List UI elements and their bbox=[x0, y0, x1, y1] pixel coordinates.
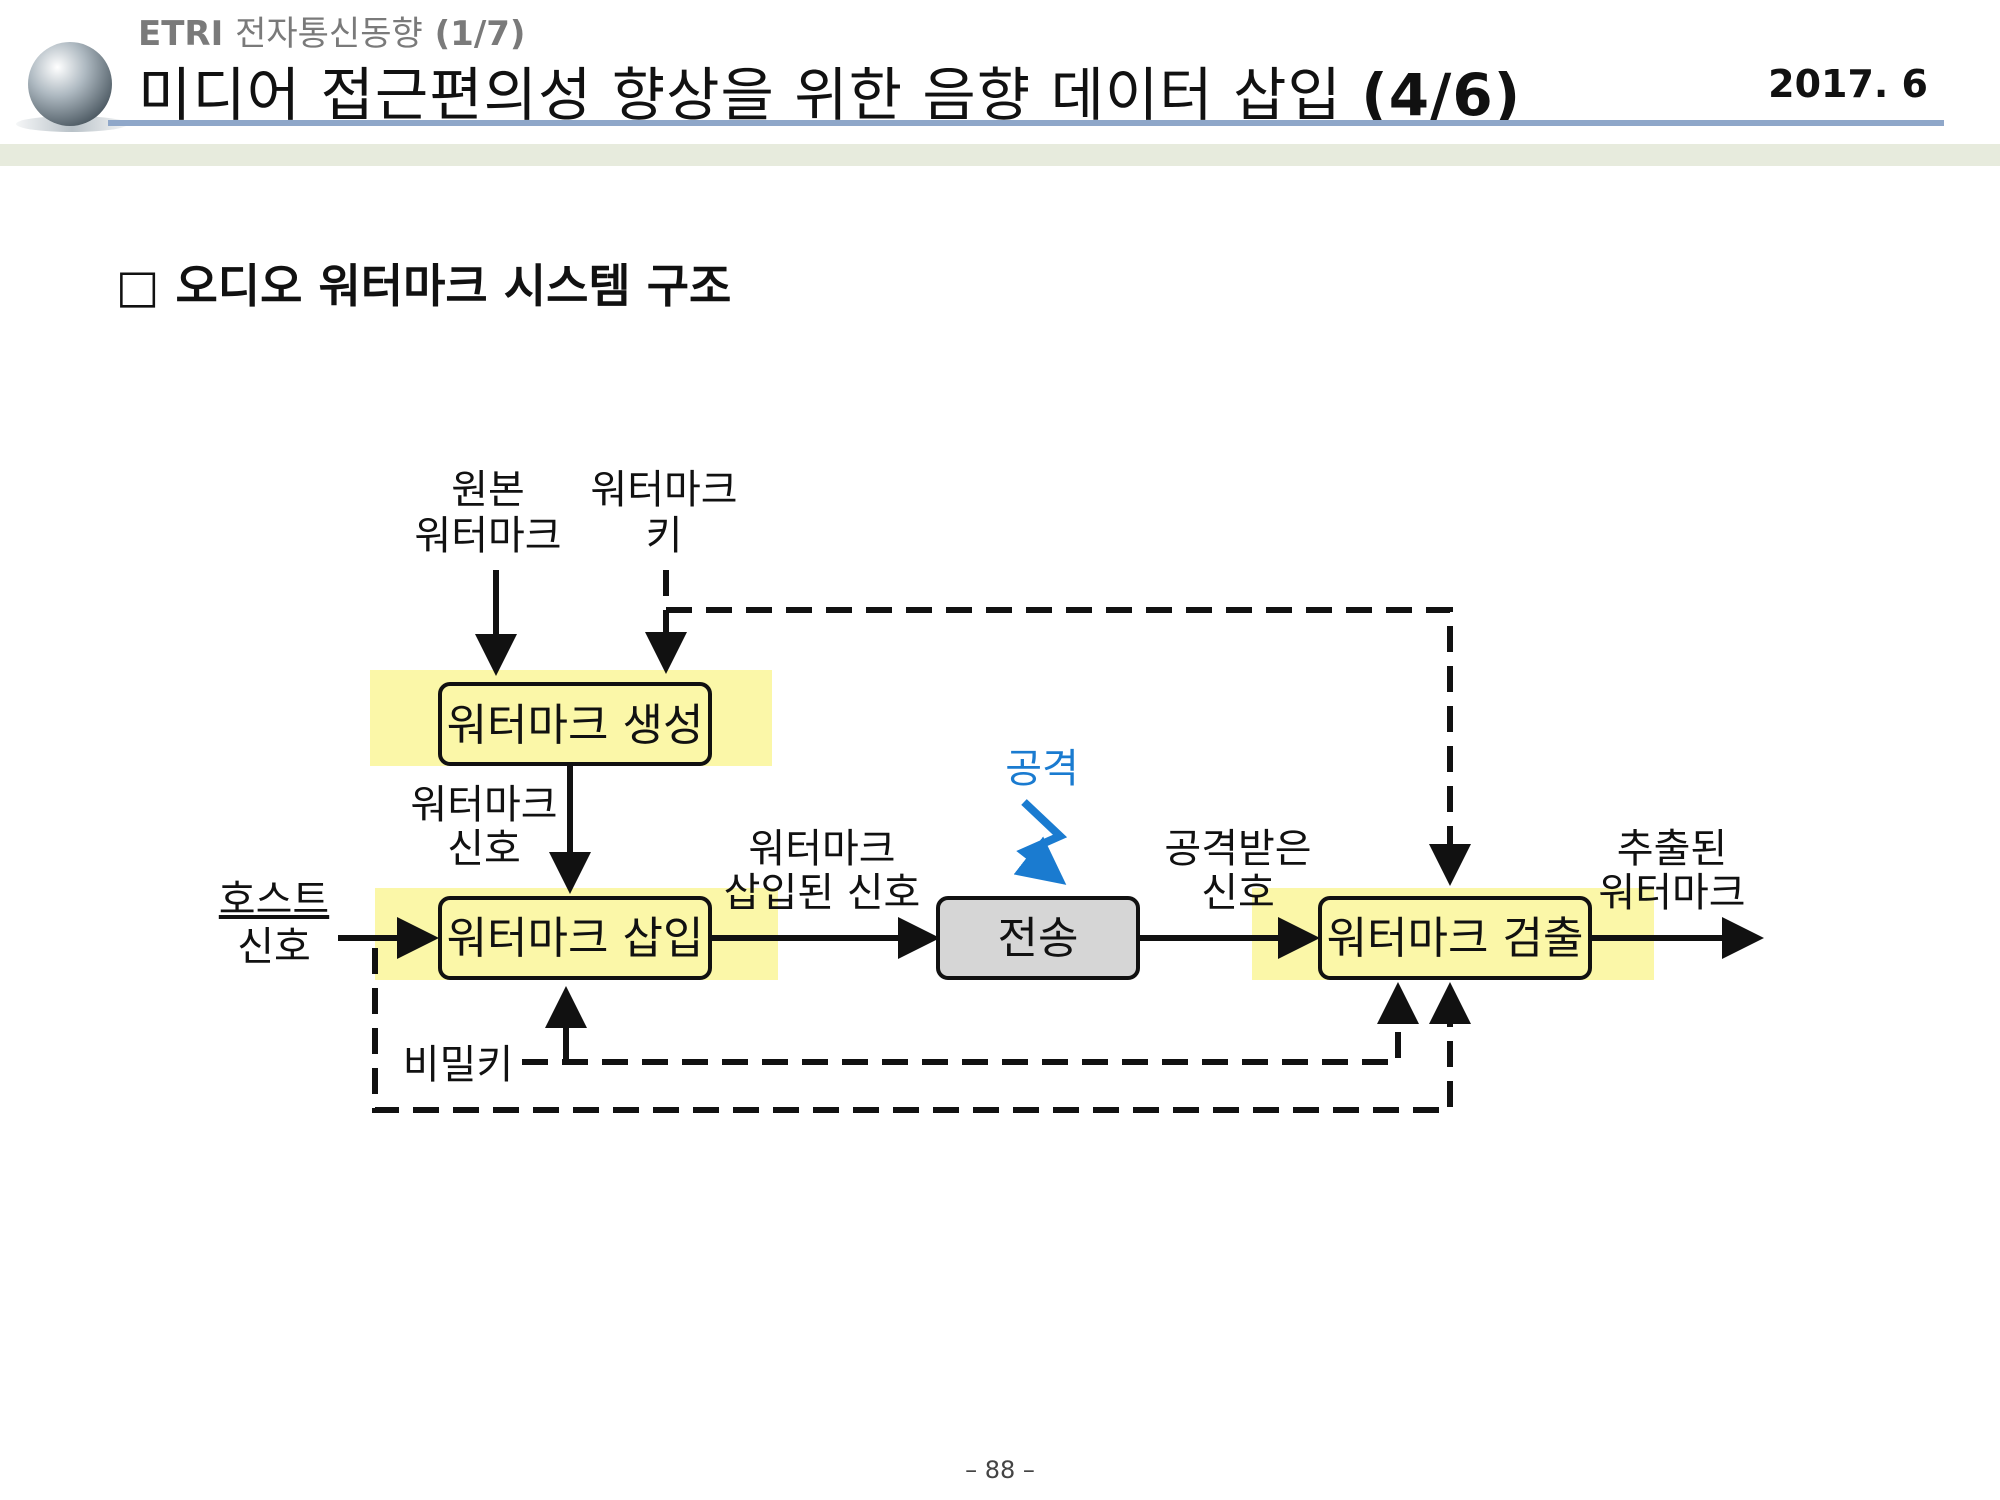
header-divider bbox=[108, 120, 1944, 126]
secret-key-to-detect-line bbox=[522, 982, 1419, 1065]
kicker-brand: ETRI bbox=[138, 14, 224, 54]
label-watermark-signal-2: 신호 bbox=[447, 826, 521, 872]
box-label-embed: 워터마크 삽입 bbox=[447, 913, 704, 964]
label-host-signal-1: 호스트 bbox=[219, 877, 329, 923]
page-number: – 88 – bbox=[965, 1456, 1035, 1484]
page-title: 미디어 접근편의성 향상을 위한 음향 데이터 삽입 (4/6) bbox=[138, 48, 1521, 132]
label-original-watermark-1: 원본 bbox=[451, 467, 525, 513]
label-secret-key: 비밀키 bbox=[403, 1042, 513, 1088]
box-transmit bbox=[936, 896, 1140, 980]
section-heading: □ 오디오 워터마크 시스템 구조 bbox=[116, 250, 731, 316]
label-watermark-key-1: 워터마크 bbox=[590, 467, 737, 513]
globe-logo-icon bbox=[16, 42, 128, 132]
label-extracted-watermark-2: 워터마크 bbox=[1598, 870, 1745, 916]
box-label-transmit: 전송 bbox=[998, 913, 1079, 964]
section-bullet: □ bbox=[116, 259, 160, 313]
header-date: 2017. 6 bbox=[1768, 62, 1928, 106]
secret-key-outer-line bbox=[372, 948, 1471, 1113]
label-original-watermark-2: 워터마크 bbox=[414, 513, 561, 559]
box-watermark-embed bbox=[438, 896, 712, 980]
box-watermark-generate bbox=[438, 682, 712, 766]
label-attacked-signal-2: 신호 bbox=[1201, 870, 1275, 916]
key-to-detect-line bbox=[663, 570, 1471, 886]
kicker-count: (1/7) bbox=[434, 14, 526, 54]
label-embedded-signal-2: 삽입된 신호 bbox=[724, 870, 921, 916]
page-title-part: (4/6) bbox=[1361, 61, 1522, 129]
box-watermark-detect bbox=[1318, 896, 1592, 980]
label-embedded-signal-1: 워터마크 bbox=[748, 826, 895, 872]
header-band bbox=[0, 144, 2000, 166]
kicker-subtitle: 전자통신동향 bbox=[235, 14, 423, 54]
box-label-detect: 워터마크 검출 bbox=[1327, 913, 1584, 964]
label-watermark-signal-1: 워터마크 bbox=[410, 782, 557, 828]
label-host-signal-2: 신호 bbox=[237, 924, 311, 970]
label-extracted-watermark-1: 추출된 bbox=[1617, 826, 1727, 872]
box-label-generate: 워터마크 생성 bbox=[447, 700, 704, 751]
header-kicker: ETRI 전자통신동향 (1/7) bbox=[138, 6, 525, 55]
label-attack: 공격 bbox=[1005, 746, 1079, 792]
label-watermark-key-2: 키 bbox=[646, 513, 683, 559]
page-title-text: 미디어 접근편의성 향상을 위한 음향 데이터 삽입 bbox=[138, 61, 1342, 129]
label-attacked-signal-1: 공격받은 bbox=[1164, 826, 1311, 872]
attack-lightning-icon bbox=[1013, 799, 1068, 885]
section-title-text: 오디오 워터마크 시스템 구조 bbox=[175, 259, 732, 313]
